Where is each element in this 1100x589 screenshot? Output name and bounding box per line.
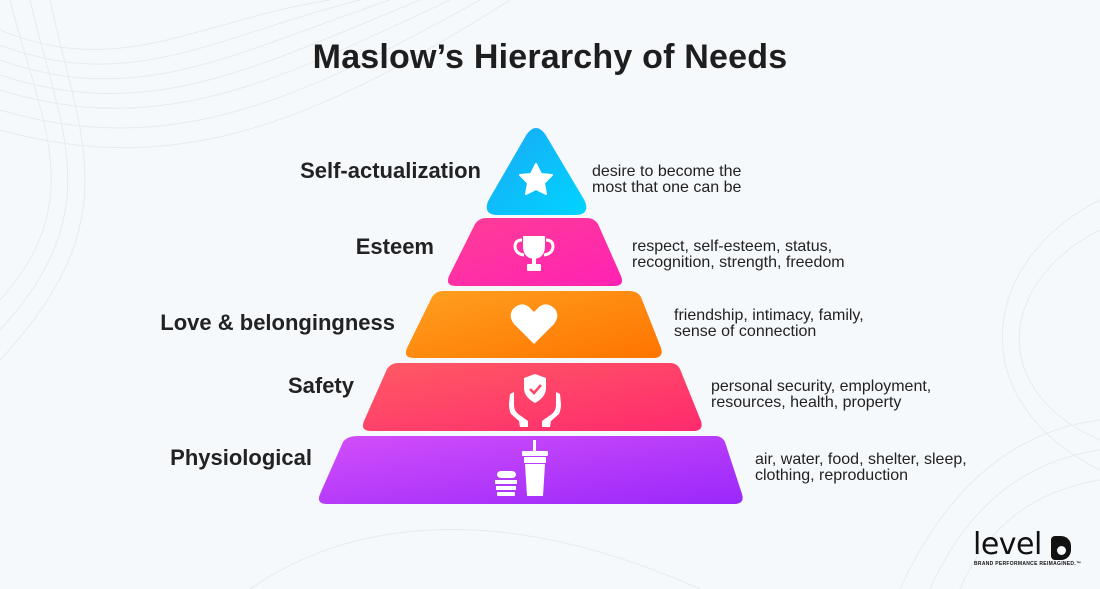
page-title: Maslow’s Hierarchy of Needs [312, 38, 788, 76]
star-icon [519, 163, 553, 195]
logo-tagline: BRAND PERFORMANCE REIMAGINED.™ [974, 561, 1082, 567]
level-safety [362, 363, 702, 431]
level-love-belongingness [405, 291, 662, 358]
level-label-physiological: Physiological [170, 445, 312, 470]
level-esteem [447, 218, 623, 286]
level-label-self-actualization: Self-actualization [300, 158, 481, 183]
level-description-esteem: respect, self-esteem, status, recognitio… [632, 238, 845, 271]
level-description-self-actualization: desire to become the most that one can b… [592, 163, 742, 196]
level-self-actualization [486, 128, 587, 215]
shield-hands-icon [509, 374, 561, 427]
brand-logo: level BRAND PERFORMANCE REIMAGINED.™ [973, 527, 1083, 573]
trophy-icon [513, 236, 555, 271]
level-label-love-belongingness: Love & belongingness [160, 310, 395, 335]
level-label-safety: Safety [287, 373, 354, 398]
logo-wordmark: level [973, 527, 1042, 562]
level-label-esteem: Esteem [355, 234, 434, 259]
level-description-physiological: air, water, food, shelter, sleep, clothi… [755, 451, 967, 484]
logo-six-mark-icon [1051, 536, 1071, 560]
level-description-love-belongingness: friendship, intimacy, family, sense of c… [674, 307, 864, 340]
heart-icon [510, 304, 558, 344]
level-physiological [318, 436, 743, 504]
food-drink-icon [495, 440, 548, 496]
level-description-safety: personal security, employment, resources… [711, 378, 932, 411]
